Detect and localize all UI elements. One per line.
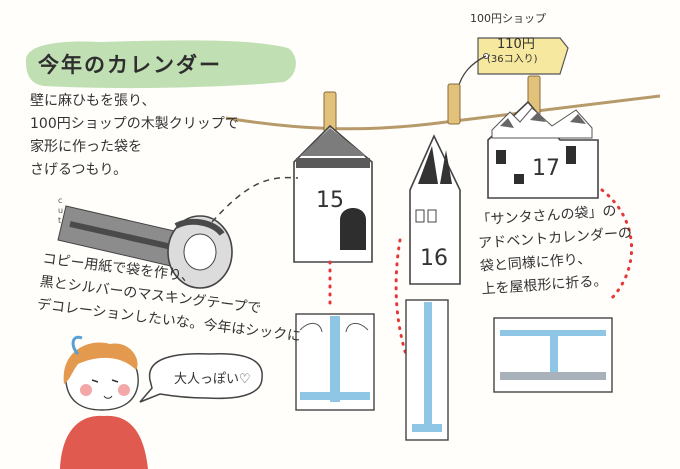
price-tag <box>457 37 569 89</box>
house-number-16: 16 <box>420 246 448 271</box>
house-16 <box>409 134 461 285</box>
speech-bubble-text: 大人っぽい♡ <box>174 372 251 387</box>
house-number-15: 15 <box>316 188 344 213</box>
dashed-pointer <box>211 176 299 223</box>
fold-diagram-2 <box>405 299 449 441</box>
tape-cut-letter-t: t <box>58 216 62 225</box>
twine-string <box>225 94 661 131</box>
masking-tape-roll <box>57 205 233 289</box>
price-tag-count: (36コ入り) <box>487 54 538 65</box>
price-tag-label: 100円ショップ <box>470 12 546 25</box>
tape-cut-letter-u: u <box>58 206 64 215</box>
price-tag-price: 110円 <box>497 37 535 52</box>
tape-cut-letter-c: c <box>58 196 63 205</box>
page-title: 今年のカレンダー <box>38 53 222 77</box>
fold-diagram-3 <box>493 317 613 393</box>
dotted-guide-3 <box>600 188 633 302</box>
title-background <box>25 40 296 89</box>
fold-diagram-1 <box>295 313 375 411</box>
house-17 <box>487 100 599 199</box>
house-number-17: 17 <box>532 156 560 181</box>
note-top: 壁に麻ひもを張り、 100円ショップの木製クリップで 家形に作った袋を さげるつ… <box>30 93 239 178</box>
clip-2 <box>447 83 461 125</box>
speech-bubble <box>139 352 263 403</box>
girl-illustration <box>60 335 148 469</box>
note-right: 「サンタさんの袋」の アドベントカレンダーの 袋と同様に作り、 上を屋根形に折る… <box>476 203 633 298</box>
house-15 <box>293 124 373 263</box>
